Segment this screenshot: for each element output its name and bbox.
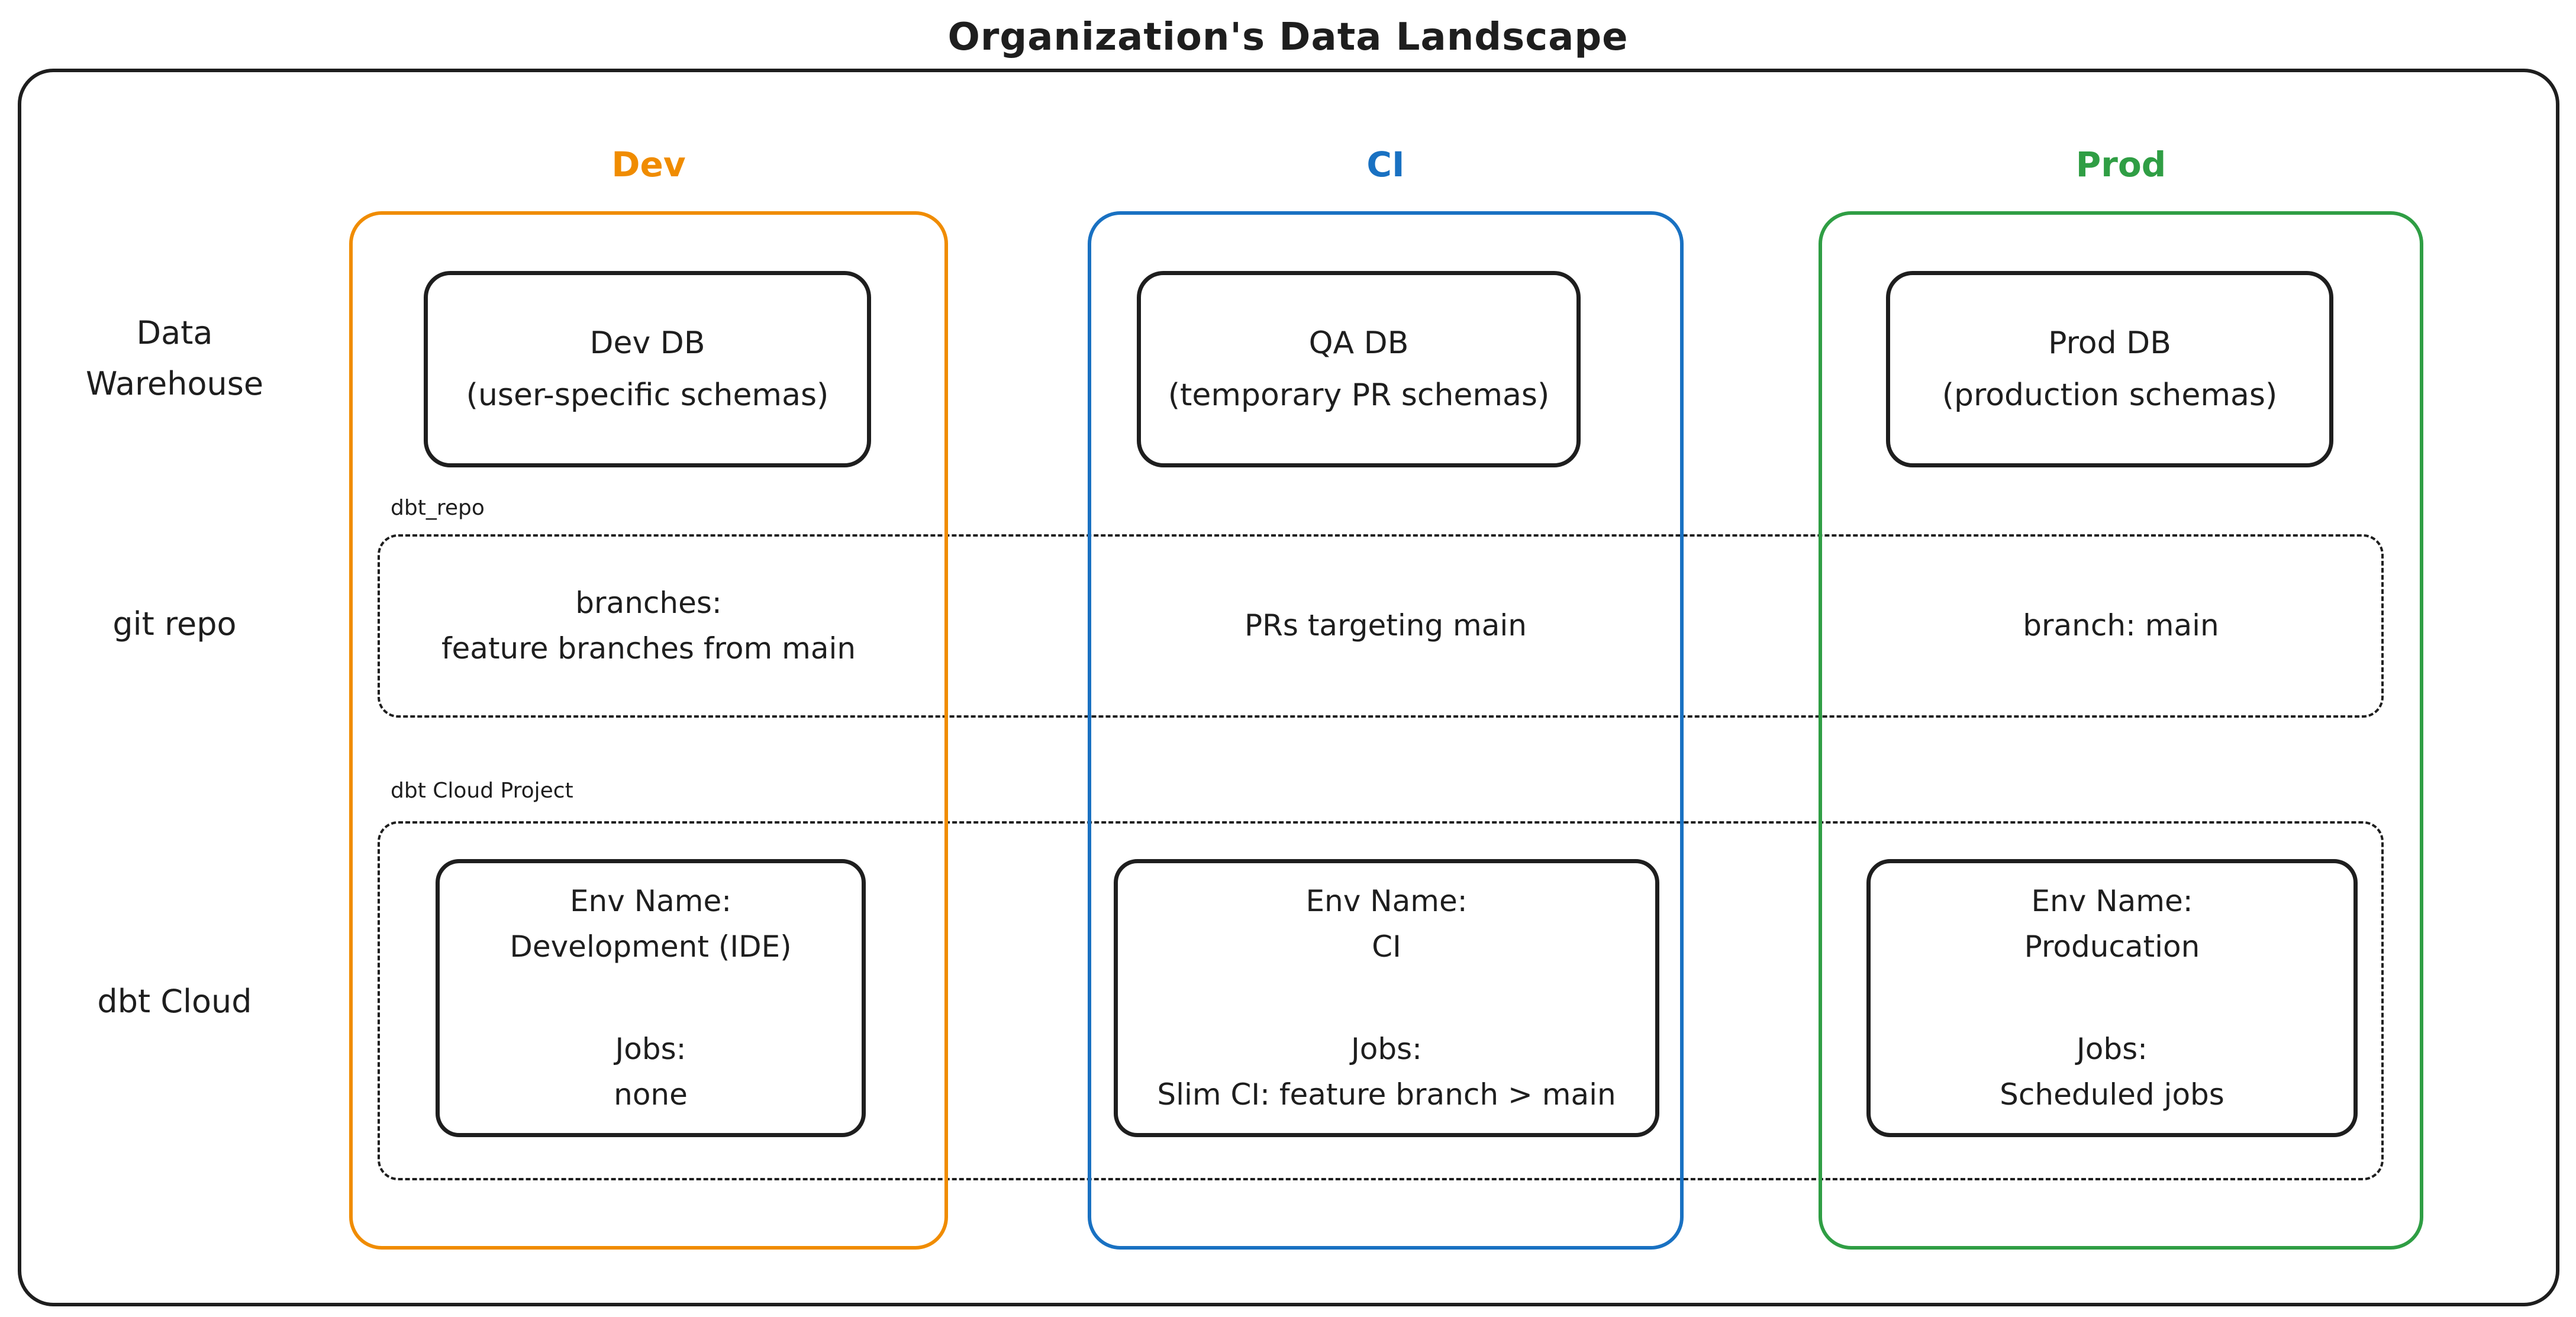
dbt-cloud-project-label: dbt Cloud Project [391, 779, 573, 803]
ci-env-name-label: Env Name: [1305, 883, 1468, 918]
qa-db-title: QA DB [1308, 325, 1409, 361]
dev-git-line-2: feature branches from main [441, 631, 856, 666]
dev-db-subtitle: (user-specific schemas) [466, 377, 829, 413]
dev-git-line-1: branches: [575, 585, 722, 620]
prod-git-line-1: branch: main [2023, 608, 2219, 643]
row-label-data-warehouse: Data Warehouse [86, 314, 264, 403]
prod-db-title: Prod DB [2048, 325, 2171, 361]
prod-jobs-value: Scheduled jobs [2000, 1077, 2224, 1112]
prod-git-text: branch: main [1819, 534, 2423, 718]
qa-db-subtitle: (temporary PR schemas) [1168, 377, 1550, 413]
ci-env-box: Env Name: CI Jobs: Slim CI: feature bran… [1114, 859, 1659, 1137]
row-label-dbt-cloud: dbt Cloud [97, 983, 252, 1020]
prod-env-name-value: Producation [2024, 929, 2200, 964]
dev-db-title: Dev DB [589, 325, 705, 361]
row-label-git-repo: git repo [112, 605, 237, 643]
qa-db-box: QA DB (temporary PR schemas) [1137, 271, 1581, 467]
dbt-repo-label: dbt_repo [391, 496, 485, 520]
ci-jobs-label: Jobs: [1351, 1031, 1422, 1066]
dev-env-name-value: Development (IDE) [510, 929, 792, 964]
dev-db-box: Dev DB (user-specific schemas) [424, 271, 871, 467]
ci-column-frame [1088, 211, 1684, 1250]
dev-env-box: Env Name: Development (IDE) Jobs: none [436, 859, 866, 1137]
prod-db-subtitle: (production schemas) [1942, 377, 2278, 413]
dbt-cloud-project-group-box [378, 821, 2384, 1180]
dev-git-text: branches: feature branches from main [349, 534, 948, 718]
column-header-dev: Dev [611, 144, 686, 185]
ci-git-text: PRs targeting main [1088, 534, 1684, 718]
dev-jobs-value: none [614, 1077, 688, 1112]
prod-db-box: Prod DB (production schemas) [1886, 271, 2333, 467]
prod-env-box: Env Name: Producation Jobs: Scheduled jo… [1866, 859, 2358, 1137]
ci-jobs-value: Slim CI: feature branch > main [1157, 1077, 1616, 1112]
dev-column-frame [349, 211, 948, 1250]
dev-jobs-label: Jobs: [615, 1031, 686, 1066]
data-landscape-container [18, 69, 2559, 1306]
prod-env-name-label: Env Name: [2031, 883, 2193, 918]
dev-env-name-label: Env Name: [569, 883, 732, 918]
prod-jobs-label: Jobs: [2077, 1031, 2148, 1066]
column-header-prod: Prod [2075, 144, 2166, 185]
ci-git-line-1: PRs targeting main [1244, 608, 1527, 643]
ci-env-name-value: CI [1372, 929, 1401, 964]
column-header-ci: CI [1366, 144, 1405, 185]
prod-column-frame [1819, 211, 2423, 1250]
page-title: Organization's Data Landscape [947, 15, 1629, 59]
dbt-repo-group-box [378, 534, 2384, 718]
